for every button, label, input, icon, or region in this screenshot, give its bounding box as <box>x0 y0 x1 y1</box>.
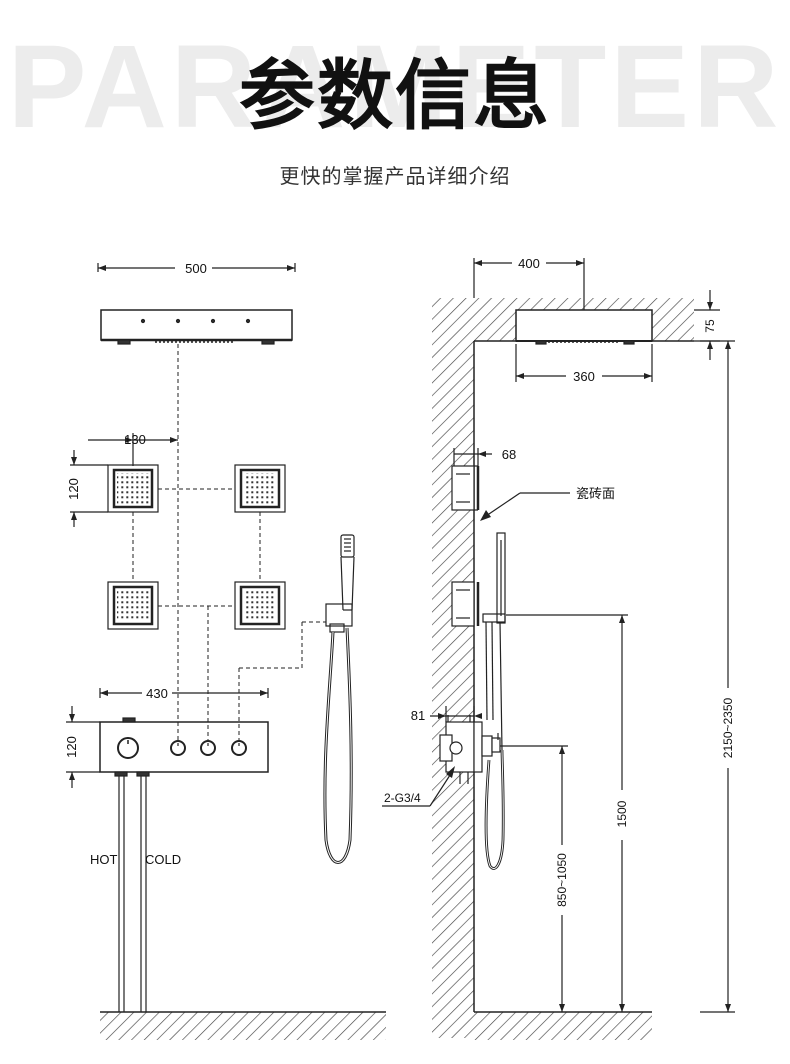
front-view: 500 130 120 <box>64 261 386 1040</box>
dim-head-thickness-label: 75 <box>703 319 717 333</box>
label-cold: COLD <box>145 852 181 867</box>
hand-shower <box>323 534 355 864</box>
body-jet-bottom-right <box>234 581 286 630</box>
label-hot: HOT <box>90 852 118 867</box>
page-title: 参数信息 <box>239 51 551 140</box>
dim-valve-depth-label: 81 <box>411 708 425 723</box>
dim-head-depth-label: 400 <box>518 256 540 271</box>
body-jet-side-lower <box>451 581 480 627</box>
dim-total-height-label: 2150~2350 <box>721 697 735 758</box>
dim-head-inner-label: 360 <box>573 369 595 384</box>
thermostatic-control-panel <box>99 717 269 777</box>
label-tile-face: 瓷砖面 <box>576 486 615 501</box>
label-connection: 2-G3/4 <box>384 791 421 805</box>
dim-body-jet-height-label: 120 <box>66 478 81 500</box>
side-view: 400 75 360 2150~2350 <box>382 256 735 1040</box>
dim-valve-height-label: 850~1050 <box>555 853 569 907</box>
inlet-pipes <box>118 776 147 1012</box>
recessed-shower-head <box>515 309 653 345</box>
page-subtitle: 更快的掌握产品详细介绍 <box>279 164 511 188</box>
dimension-head-width <box>97 263 296 272</box>
body-jet-side-upper <box>451 465 480 511</box>
floor-front <box>100 1011 386 1040</box>
background-word: PARAMETER <box>7 21 783 153</box>
body-jet-top-left <box>107 464 159 513</box>
wall-section <box>432 298 694 1040</box>
valve-body-side <box>439 715 501 784</box>
dim-body-jet-offset-label: 130 <box>124 432 146 447</box>
dim-head-width-label: 500 <box>185 261 207 276</box>
body-jet-bottom-left <box>107 581 159 630</box>
dim-handshower-height-label: 1500 <box>615 800 629 827</box>
dim-panel-width-label: 430 <box>146 686 168 701</box>
hand-shower-side <box>482 532 506 870</box>
body-jet-top-right <box>234 464 286 513</box>
overhead-shower-head <box>100 309 293 345</box>
dim-panel-height-label: 120 <box>64 736 79 758</box>
dim-jet-depth-label: 68 <box>502 447 516 462</box>
